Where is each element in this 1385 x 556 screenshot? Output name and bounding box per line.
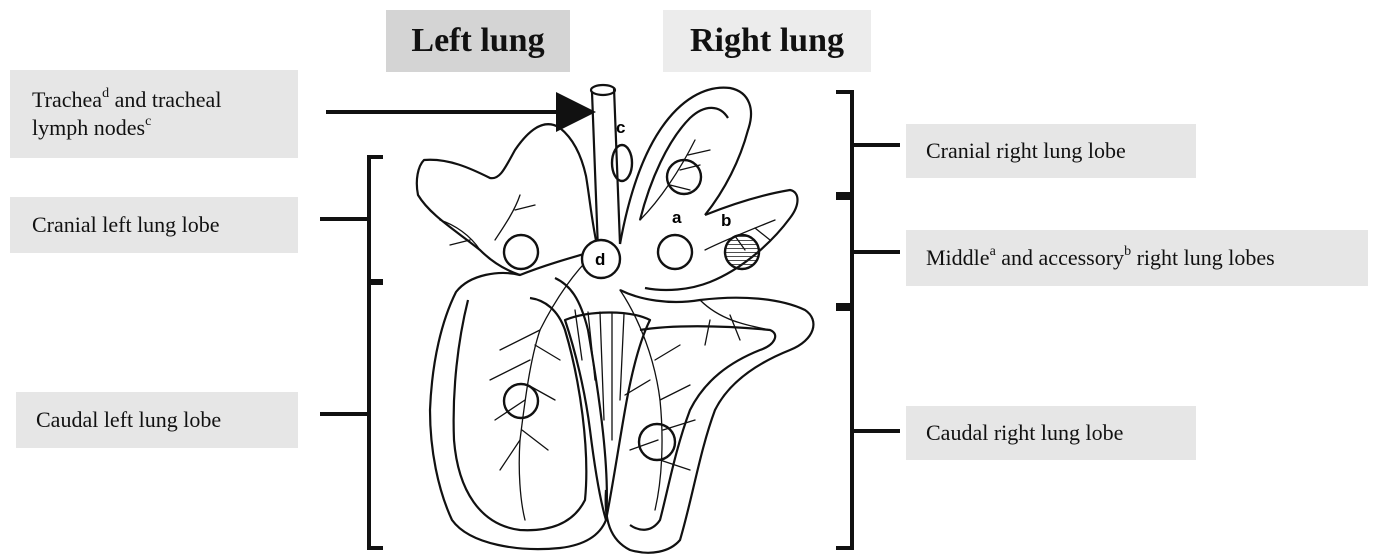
left-brackets bbox=[320, 157, 383, 548]
right-lung-caudal-outer bbox=[606, 290, 814, 553]
bronchial-branches bbox=[440, 140, 775, 520]
middle-right-bracket bbox=[836, 198, 900, 305]
right-lung-accessory-outer bbox=[645, 190, 798, 290]
circle-a-middle bbox=[658, 235, 692, 269]
left-lung-outer bbox=[417, 124, 598, 275]
right-brackets bbox=[836, 92, 900, 548]
circle-caudal-right bbox=[639, 424, 675, 460]
trachea-tube bbox=[592, 88, 620, 250]
left-lung-caudal-inner bbox=[454, 298, 587, 530]
lung-outline bbox=[417, 85, 814, 553]
cranial-left-bracket bbox=[320, 157, 383, 281]
circle-caudal-left bbox=[504, 384, 538, 418]
marker-b: b bbox=[721, 211, 731, 230]
marker-a: a bbox=[672, 208, 682, 227]
trachea-opening bbox=[591, 85, 615, 95]
right-lung-caudal-inner bbox=[630, 326, 775, 529]
cranial-right-bracket bbox=[836, 92, 900, 194]
marker-d: d bbox=[595, 250, 605, 269]
circle-b-accessory bbox=[725, 235, 759, 269]
caudal-left-bracket bbox=[320, 283, 383, 548]
caudal-right-bracket bbox=[836, 309, 900, 548]
circle-cranial-left bbox=[504, 235, 538, 269]
circle-c-trachea bbox=[612, 145, 632, 181]
marker-c: c bbox=[616, 118, 625, 137]
